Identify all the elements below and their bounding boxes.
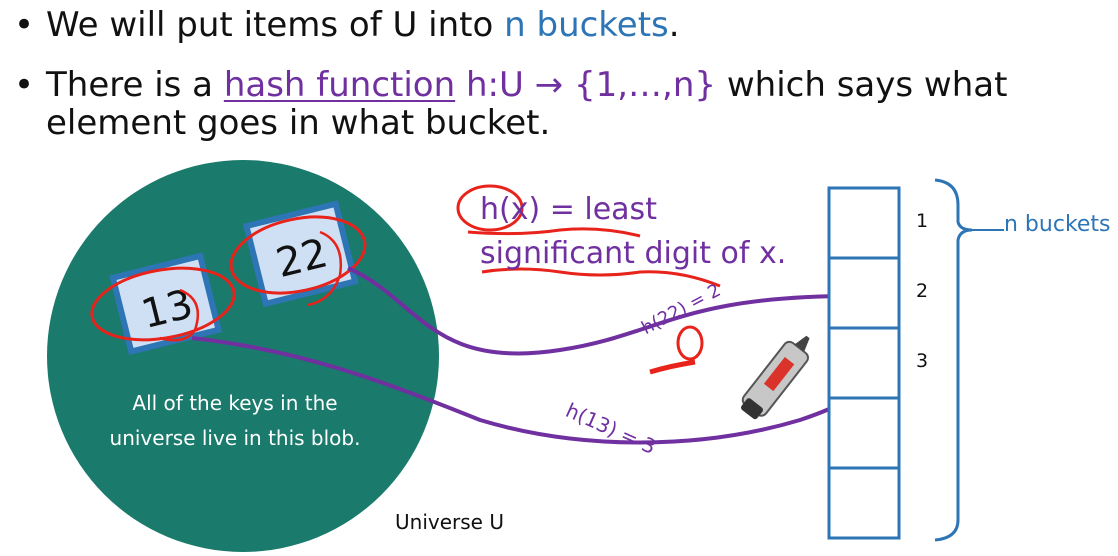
bucket-number-1: 1	[916, 210, 929, 232]
bullet-dot: •	[14, 5, 35, 45]
universe-label: Universe U	[395, 510, 504, 534]
red-mark-22	[307, 230, 343, 307]
bullet-dot: •	[14, 65, 35, 105]
red-mark-13	[159, 288, 200, 342]
red-circle-h22	[676, 325, 704, 361]
red-circle-22	[229, 215, 367, 295]
arrow-22-to-bucket-2	[347, 266, 861, 356]
bucket-brace	[934, 178, 973, 542]
key-card-22: 22	[242, 200, 359, 308]
bucket-5	[827, 466, 901, 540]
bullet-2-line2: element goes in what bucket.	[46, 103, 551, 143]
marker-pen-icon	[741, 335, 810, 420]
bullet-2-text: There is a hash function h:U → {1,…,n} w…	[46, 66, 1007, 142]
red-circle-13	[90, 266, 236, 342]
blob-caption: All of the keys in the universe live in …	[109, 391, 361, 450]
red-underline-significant	[481, 267, 721, 288]
n-buckets-label: n buckets	[1004, 212, 1111, 237]
bucket-2	[827, 256, 901, 330]
red-circle-hx	[456, 184, 524, 232]
hash-function-term: hash function	[223, 65, 456, 105]
universe-blob	[47, 160, 439, 552]
bucket-number-3: 3	[916, 350, 929, 372]
bucket-number-2: 2	[916, 280, 929, 302]
red-underline-least	[467, 227, 641, 238]
bucket-3	[827, 326, 901, 400]
bullet-1-text: We will put items of U into n buckets.	[46, 6, 680, 44]
bullet-1-suffix: .	[668, 5, 680, 45]
bullet-2-prefix: There is a	[46, 65, 224, 105]
bullet-1-prefix: We will put items of U into	[46, 5, 505, 45]
red-mark-h22	[649, 359, 696, 375]
bucket-column	[827, 186, 901, 540]
definition-line-2: significant digit of x.	[480, 236, 787, 271]
hash-signature: h:U → {1,…,n}	[455, 65, 717, 105]
key-card-13: 13	[109, 252, 223, 356]
n-buckets-term: n buckets	[504, 5, 669, 45]
bullet-2-suffix: which says what	[716, 65, 1008, 105]
bucket-4	[827, 396, 901, 470]
bucket-1	[827, 186, 901, 260]
definition-line-1: h(x) = least	[480, 192, 657, 227]
